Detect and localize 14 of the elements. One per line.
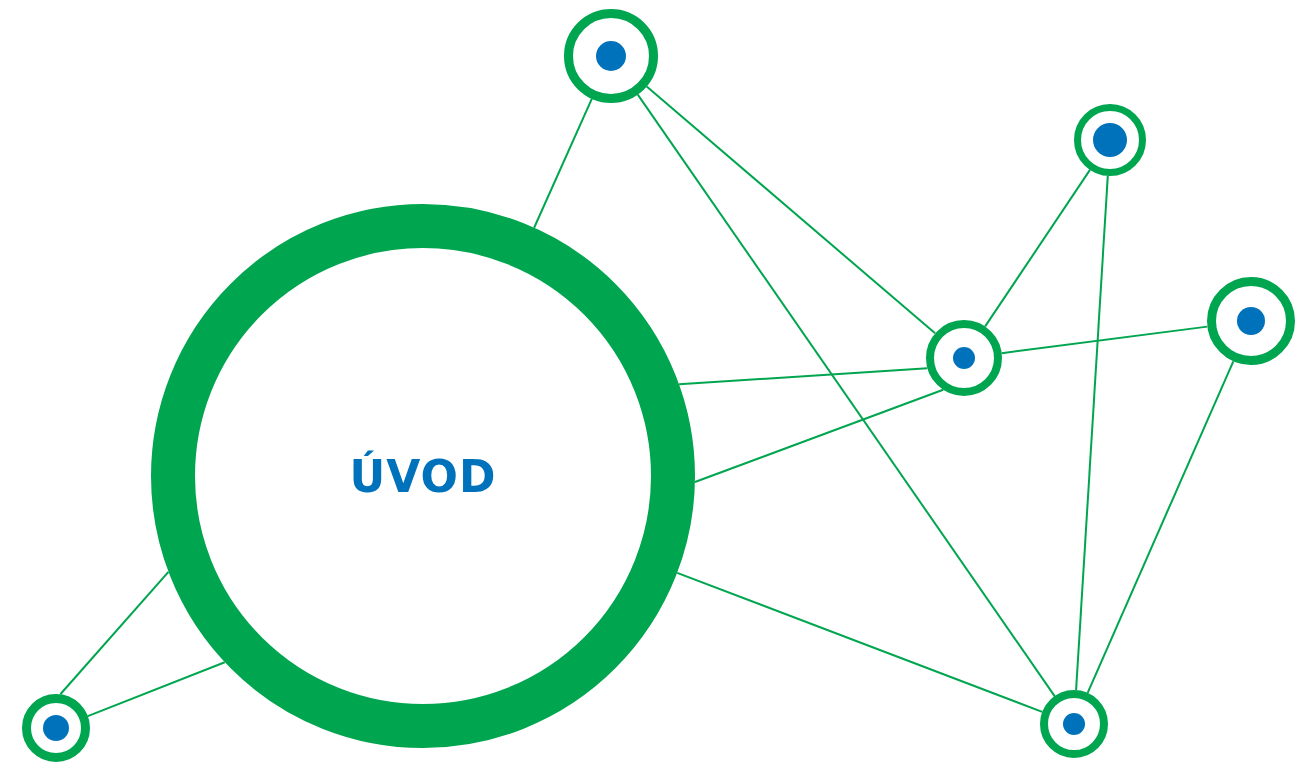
topic-title: ÚVOD — [349, 450, 497, 502]
connector-line — [645, 85, 937, 335]
connector-line — [1000, 325, 1209, 355]
connector-line — [636, 93, 1056, 698]
connector-line — [1086, 360, 1235, 694]
node-circle — [926, 320, 1002, 396]
connector-line — [86, 661, 226, 718]
connector-line — [533, 97, 593, 229]
connector-line — [676, 571, 1044, 713]
connector-line — [984, 168, 1091, 328]
connector-line — [59, 570, 170, 696]
connector-line — [678, 367, 929, 386]
connector-line — [693, 388, 945, 484]
connector-line — [1075, 174, 1109, 692]
